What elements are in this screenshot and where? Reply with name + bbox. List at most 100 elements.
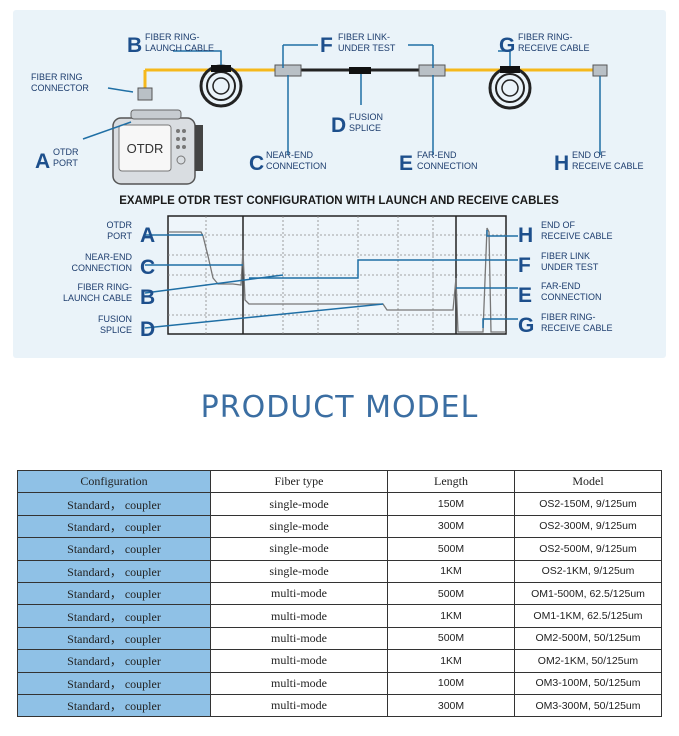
cell-length: 1KM: [387, 559, 515, 583]
svg-text:FIBER RING-: FIBER RING-: [518, 32, 573, 42]
svg-text:CONNECTION: CONNECTION: [417, 161, 478, 171]
fiber-ring-connector: [137, 87, 153, 101]
svg-text:SPLICE: SPLICE: [100, 325, 132, 335]
left-legend-d: FUSION SPLICE D: [98, 314, 155, 341]
left-legend-b: FIBER RING- LAUNCH CABLE B: [63, 282, 155, 309]
svg-text:RECEIVE CABLE: RECEIVE CABLE: [518, 43, 590, 53]
product-model-table: Configuration Fiber type Length Model St…: [17, 469, 662, 718]
fusion-splice: [349, 67, 371, 74]
cell-model: OS2-300M, 9/125um: [514, 514, 662, 539]
legend-pointer-lines: [144, 230, 518, 329]
cell-configuration: Standard， coupler: [17, 604, 211, 628]
cell-length: 500M: [387, 537, 515, 561]
cell-fiber-type: multi-mode: [210, 693, 388, 718]
svg-text:RECEIVE CABLE: RECEIVE CABLE: [541, 231, 613, 241]
cell-model: OM1-1KM, 62.5/125um: [514, 604, 662, 628]
svg-text:H: H: [554, 152, 569, 175]
top-pointer-lines: [82, 44, 601, 155]
svg-text:PORT: PORT: [107, 231, 132, 241]
otdr-trace-graph: [167, 215, 507, 335]
svg-text:G: G: [499, 34, 515, 57]
svg-text:FAR-END: FAR-END: [541, 281, 581, 291]
top-label-f: F FIBER LINK- UNDER TEST: [320, 32, 396, 57]
cell-model: OM1-500M, 62.5/125um: [514, 581, 662, 606]
cell-configuration: Standard， coupler: [17, 693, 211, 718]
launch-cable-coil: [199, 64, 243, 108]
svg-text:G: G: [518, 314, 534, 337]
cell-length: 500M: [387, 581, 515, 606]
cell-length: 100M: [387, 671, 515, 695]
right-legend-e: E FAR-END CONNECTION: [518, 281, 602, 307]
left-legend-c: NEAR-END CONNECTION C: [72, 252, 156, 279]
svg-text:FIBER RING-: FIBER RING-: [541, 312, 596, 322]
svg-text:OTDR: OTDR: [107, 220, 133, 230]
right-legend-f: F FIBER LINK UNDER TEST: [518, 251, 599, 277]
cell-fiber-type: multi-mode: [210, 671, 388, 695]
cell-configuration: Standard， coupler: [17, 649, 211, 673]
svg-text:END OF: END OF: [572, 150, 607, 160]
svg-text:H: H: [518, 224, 533, 247]
cell-model: OS2-150M, 9/125um: [514, 492, 662, 516]
svg-text:SPLICE: SPLICE: [349, 123, 381, 133]
cell-model: OS2-500M, 9/125um: [514, 537, 662, 561]
svg-text:CONNECTION: CONNECTION: [266, 161, 327, 171]
cell-configuration: Standard， coupler: [17, 559, 211, 583]
right-legend-h: H END OF RECEIVE CABLE: [518, 220, 613, 247]
otdr-device-label: OTDR: [127, 141, 164, 156]
svg-text:UNDER TEST: UNDER TEST: [541, 262, 599, 272]
svg-text:D: D: [331, 114, 346, 137]
otdr-diagram: OTDR A OTDR PORT FIBER RING CONNECTOR B …: [31, 32, 644, 341]
cell-configuration: Standard， coupler: [17, 514, 211, 539]
svg-text:E: E: [399, 152, 413, 175]
far-end-connector: [418, 64, 446, 77]
cell-fiber-type: multi-mode: [210, 626, 388, 651]
svg-text:FAR-END: FAR-END: [417, 150, 457, 160]
svg-text:CONNECTION: CONNECTION: [72, 263, 133, 273]
top-label-d: D FUSION SPLICE: [331, 112, 383, 137]
otdr-diagram-panel: OTDR A OTDR PORT FIBER RING CONNECTOR B …: [13, 10, 666, 358]
header-fiber-type: Fiber type: [210, 469, 388, 494]
header-configuration: Configuration: [17, 469, 211, 494]
cell-model: OM3-100M, 50/125um: [514, 671, 662, 695]
svg-text:D: D: [140, 318, 155, 341]
cell-length: 500M: [387, 626, 515, 651]
svg-text:LAUNCH CABLE: LAUNCH CABLE: [63, 293, 132, 303]
svg-text:FIBER RING: FIBER RING: [31, 72, 83, 82]
svg-text:C: C: [249, 152, 264, 175]
svg-text:B: B: [127, 34, 142, 57]
cell-configuration: Standard， coupler: [17, 581, 211, 606]
svg-text:F: F: [518, 254, 531, 277]
svg-text:E: E: [518, 284, 532, 307]
cell-length: 150M: [387, 492, 515, 516]
svg-text:LAUNCH CABLE: LAUNCH CABLE: [145, 43, 214, 53]
cell-length: 300M: [387, 514, 515, 539]
cell-configuration: Standard， coupler: [17, 626, 211, 651]
svg-text:PORT: PORT: [53, 158, 78, 168]
svg-text:CONNECTOR: CONNECTOR: [31, 83, 89, 93]
top-label-g: G FIBER RING- RECEIVE CABLE: [499, 32, 590, 57]
connector-label: FIBER RING CONNECTOR: [31, 72, 89, 93]
svg-text:FIBER LINK: FIBER LINK: [541, 251, 590, 261]
svg-text:UNDER TEST: UNDER TEST: [338, 43, 396, 53]
svg-text:OTDR: OTDR: [53, 147, 79, 157]
svg-text:RECEIVE CABLE: RECEIVE CABLE: [572, 161, 644, 171]
svg-text:FIBER RING-: FIBER RING-: [77, 282, 132, 292]
svg-text:CONNECTION: CONNECTION: [541, 292, 602, 302]
top-label-c: C NEAR-END CONNECTION: [249, 150, 327, 175]
cell-model: OM2-500M, 50/125um: [514, 626, 662, 651]
cell-model: OM3-300M, 50/125um: [514, 693, 662, 718]
top-label-b: B FIBER RING- LAUNCH CABLE: [127, 32, 214, 57]
svg-text:END OF: END OF: [541, 220, 576, 230]
near-end-connector: [274, 64, 302, 77]
top-label-a: A OTDR PORT: [35, 147, 79, 173]
